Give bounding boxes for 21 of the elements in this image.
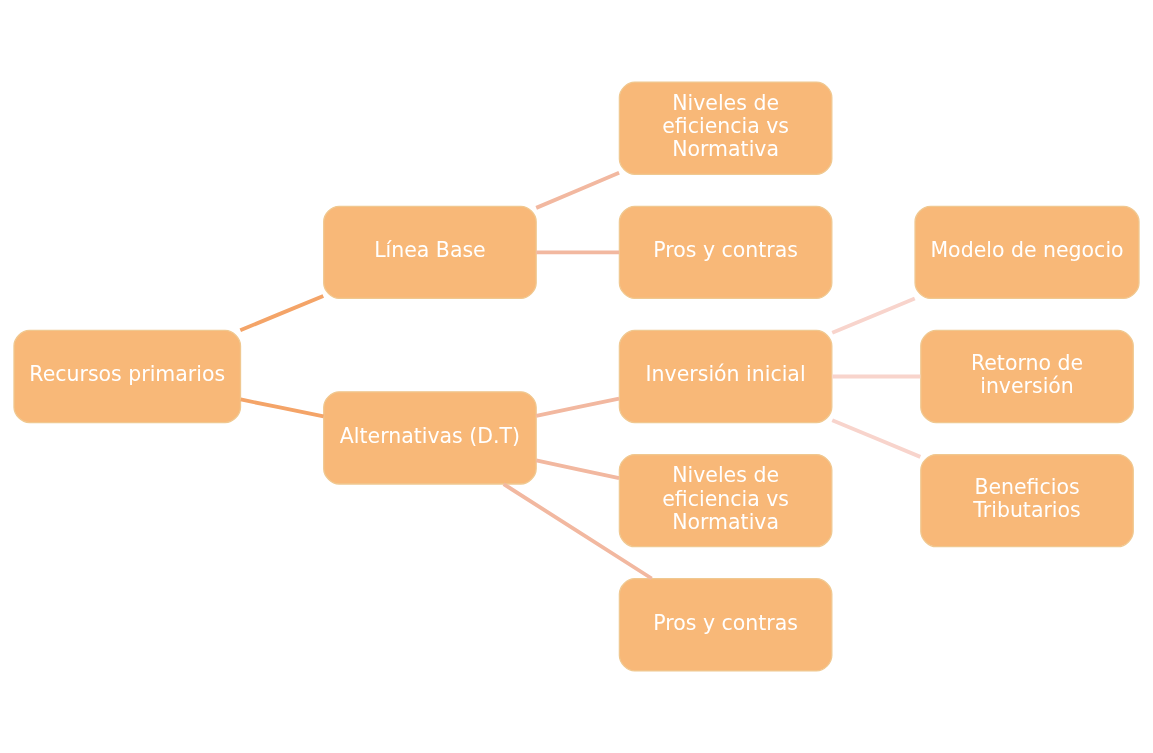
node-box: Pros y contras [618, 578, 833, 672]
node-box: Alternativas (D.T) [323, 391, 537, 485]
connector [832, 374, 921, 379]
connector [535, 171, 620, 210]
connector [535, 458, 620, 480]
connector [536, 250, 620, 255]
node-box: Línea Base [323, 205, 537, 300]
node-box: Beneficios Tributarios [920, 453, 1134, 548]
connector [240, 397, 324, 419]
node-box: Niveles de eficiencia vs Normativa [618, 453, 833, 548]
connector [502, 482, 653, 581]
node-box: Modelo de negocio [914, 205, 1140, 300]
connector [239, 294, 324, 333]
node-box: Pros y contras [618, 205, 833, 300]
node-box: Niveles de eficiencia vs Normativa [618, 81, 833, 175]
node-box: Inversión inicial [618, 329, 833, 424]
node-box: Retorno de inversión [920, 329, 1134, 424]
node-box: Recursos primarios [13, 329, 242, 424]
connector [535, 396, 620, 418]
connector [831, 296, 916, 335]
connector [831, 418, 922, 459]
